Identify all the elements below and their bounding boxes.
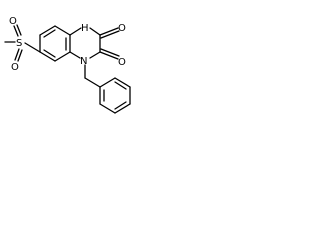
bonds bbox=[4, 24, 131, 114]
bond-carbonyl-bottom-1 bbox=[99, 51, 119, 60]
bond-s-ring bbox=[24, 42, 41, 53]
bond-ring-b5 bbox=[69, 51, 81, 59]
atom-labels: S O O H O O N bbox=[9, 16, 126, 73]
bond-ch2-ph bbox=[84, 77, 101, 88]
bond-ring-a3 bbox=[54, 25, 71, 36]
atom-label-o-carbonyl-bottom: O bbox=[118, 57, 126, 68]
bond-s-o-top-2 bbox=[16, 24, 22, 36]
atom-label-o-sulfonyl-bottom: O bbox=[11, 62, 19, 73]
bond-carbonyl-bottom-2 bbox=[100, 48, 120, 57]
bond-ring-a2 bbox=[39, 25, 56, 36]
bond-s-o-bottom-2 bbox=[17, 49, 23, 62]
bond-ph-inner-3 bbox=[114, 81, 127, 90]
bond-ph-3 bbox=[114, 103, 131, 114]
bond-ring-b2 bbox=[89, 27, 101, 36]
bond-carbonyl-top-1 bbox=[99, 27, 119, 36]
bond-ring-b1 bbox=[69, 27, 82, 36]
bond-ring-a5 bbox=[54, 51, 71, 62]
atom-label-o-carbonyl-top: O bbox=[118, 23, 126, 34]
bond-ph-2 bbox=[99, 103, 116, 114]
atom-label-s: S bbox=[16, 38, 22, 49]
atom-label-n-benzyl: N bbox=[80, 56, 87, 67]
atom-label-nh: H bbox=[81, 23, 89, 34]
bond-ring-a-inner-3 bbox=[43, 49, 56, 58]
bond-s-o-bottom-1 bbox=[14, 48, 20, 61]
molecule-structure: S O O H O O N bbox=[4, 16, 131, 114]
bond-carbonyl-top-2 bbox=[100, 30, 120, 39]
bond-ph-5 bbox=[114, 77, 131, 88]
bond-ring-a-inner-1 bbox=[43, 29, 56, 38]
atom-label-o-sulfonyl-top: O bbox=[9, 16, 17, 27]
bond-ring-a6 bbox=[39, 51, 56, 62]
bond-ph-inner-2 bbox=[114, 101, 127, 110]
bond-ph-6 bbox=[99, 77, 116, 88]
bond-s-o-top-1 bbox=[13, 25, 19, 37]
bond-ring-b4 bbox=[89, 51, 101, 59]
